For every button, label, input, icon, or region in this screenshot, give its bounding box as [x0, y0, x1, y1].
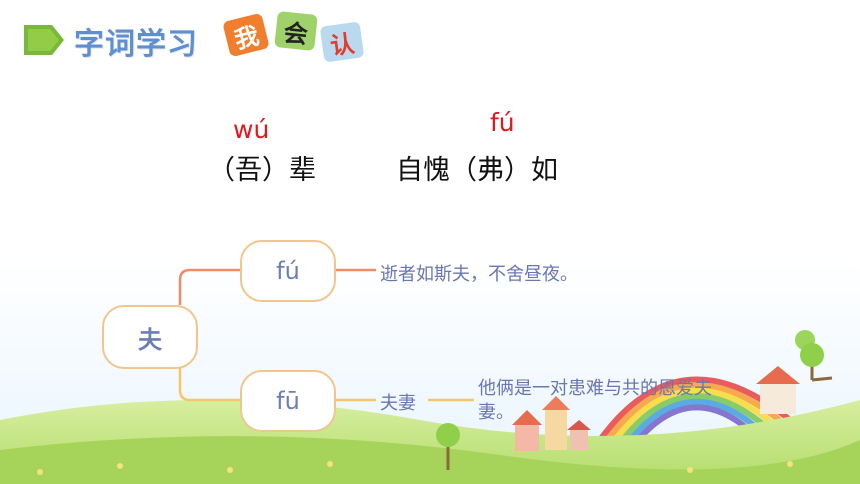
branch-2-pinyin-node: fū [240, 370, 336, 432]
phrase-1-pinyin: wú [233, 115, 270, 144]
mindmap-root-node: 夫 [102, 305, 198, 369]
phrase-2-text: 自愧（弗）如 [396, 155, 558, 186]
badge-tile-ren: 认 [319, 21, 365, 63]
badge-tile-hui: 会 [274, 11, 318, 51]
phrase-1-text: （吾）辈 [208, 155, 316, 186]
branch-2-example: 夫妻 [380, 393, 416, 414]
play-arrow-icon [24, 25, 64, 55]
branch-2-sentence: 他俩是一对患难与共的恩爱夫妻。 [478, 378, 712, 423]
branch-1-pinyin-node: fú [240, 240, 336, 302]
phrase-2-pinyin: fú [490, 108, 515, 137]
section-title: 字词学习 [74, 27, 198, 62]
branch-1-example: 逝者如斯夫，不舍昼夜。 [380, 264, 578, 285]
